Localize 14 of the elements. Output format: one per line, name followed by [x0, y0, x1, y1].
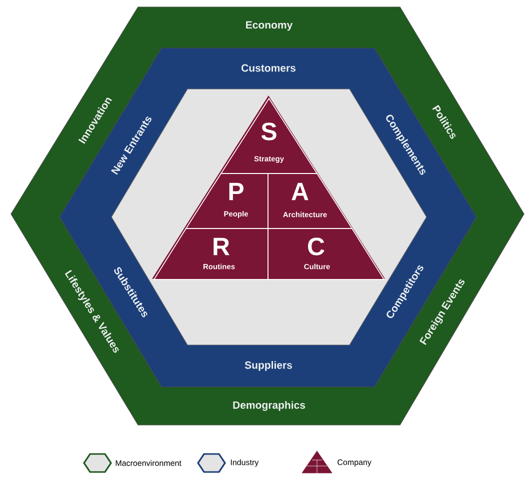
legend-label: Industry — [230, 459, 259, 467]
pyramid-cell — [268, 173, 353, 229]
cell-letter: R — [214, 238, 230, 256]
cell-letter: C — [308, 238, 324, 256]
cell-letter: P — [229, 182, 244, 200]
legend-label: Macroenvironment — [116, 460, 182, 466]
band-label: Demographics — [233, 401, 306, 411]
legend-label: Company — [338, 459, 372, 467]
band-label: Customers — [242, 64, 296, 72]
cell-letter: S — [261, 122, 276, 140]
pyramid-cell — [268, 228, 385, 280]
band-label: Economy — [246, 21, 293, 31]
cell-letter: A — [292, 182, 308, 200]
band-label: Suppliers — [244, 361, 292, 371]
